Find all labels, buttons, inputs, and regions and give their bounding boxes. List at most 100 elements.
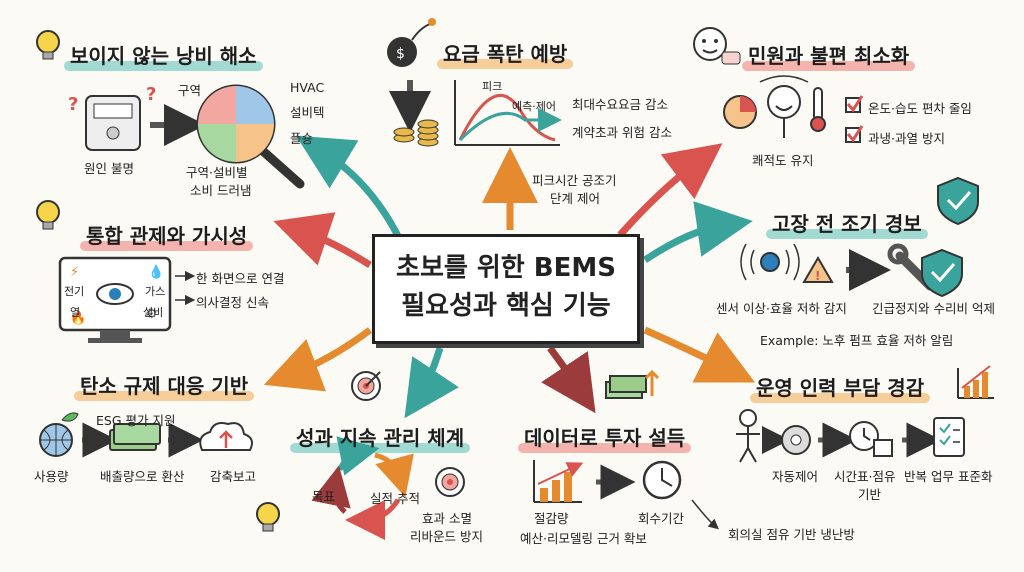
label-budget: 예산·리모델링 근거 확보 — [520, 531, 647, 546]
speech-face-icon — [693, 27, 741, 65]
label-comfort: 쾌적도 유지 — [752, 153, 814, 168]
pie-chart-icon — [723, 95, 757, 129]
meter-icon: ?? — [68, 84, 156, 151]
label-plug: 플숑 — [290, 131, 314, 146]
ops-title: 운영 인력 부담 경감 — [750, 372, 931, 403]
globe-leaf-icon — [39, 412, 79, 457]
invest-title: 데이터로 투자 설득 — [518, 422, 692, 453]
bar-chart-icon — [533, 460, 584, 503]
label-drilldown-2: 소비 드러냄 — [190, 183, 252, 198]
svg-text:⚡: ⚡ — [70, 265, 79, 280]
lightbulb-icon-2 — [36, 200, 60, 230]
label-predict: 예측·제어 — [512, 100, 556, 113]
complaint-title: 민원과 불편 최소화 — [742, 40, 916, 71]
arrow-to-complaint — [617, 143, 723, 238]
label-meeting: 회의실 점유 기반 냉난방 — [728, 527, 855, 542]
lightbulb-icon-3 — [256, 502, 280, 532]
arrow-to-integrated — [273, 212, 372, 268]
happy-person-icon — [759, 75, 809, 138]
performance-title: 성과 지속 관리 체계 — [290, 422, 471, 453]
label-saving: 절감량 — [534, 511, 569, 526]
arrow-to-invest — [541, 345, 596, 414]
label-peak-control-2: 단계 제어 — [550, 191, 600, 206]
label-standard: 반복 업무 표준화 — [904, 469, 993, 484]
carbon-title: 탄소 규제 대응 기반 — [74, 370, 255, 401]
label-cause: 원인 불명 — [84, 161, 134, 176]
thermometer-icon — [810, 87, 826, 132]
label-effect-2: 리바운드 방지 — [410, 529, 483, 544]
label-power: 전기 — [64, 285, 85, 298]
target-icon — [351, 371, 381, 401]
center-title-line2: 필요성과 핵심 기능 — [401, 291, 611, 321]
label-convert: 배출량으로 환산 — [100, 469, 185, 484]
cloud-upload-icon — [199, 422, 253, 451]
arrow-to-ops — [643, 326, 756, 383]
coins-icon — [393, 119, 439, 147]
label-effect-1: 효과 소멸 — [422, 511, 472, 526]
label-usage: 사용량 — [34, 469, 69, 484]
label-peak: 피크 — [482, 80, 503, 93]
label-heat: 열 — [70, 306, 81, 319]
arrow-to-carbon — [263, 327, 373, 392]
lightbulb-icon — [36, 30, 60, 60]
monitor-icon: ⚡💧🔥⚙ — [58, 256, 172, 343]
magnifier-icon — [196, 84, 305, 189]
checkbox-icons — [845, 95, 864, 143]
label-sensor: 센서 이상·효율 저하 감지 — [716, 301, 847, 316]
svg-text:$: $ — [396, 46, 405, 62]
label-hvac: HVAC — [290, 80, 325, 95]
sensor-icon — [740, 243, 800, 281]
label-stop: 긴급정지와 수리비 억제 — [872, 301, 995, 316]
label-auto: 자동제어 — [772, 469, 819, 484]
label-esg: ESG 평가 지원 — [96, 413, 176, 428]
svg-text:💧: 💧 — [148, 264, 164, 280]
label-equip: 설비 — [143, 306, 164, 319]
label-temp: 온도·습도 편차 줄임 — [868, 101, 972, 116]
label-report: 감축보고 — [210, 469, 257, 484]
gear-icon — [781, 425, 811, 455]
label-contract: 계약초과 위험 감소 — [572, 125, 672, 140]
checklist-icon — [933, 417, 965, 457]
shield-check-icon — [937, 176, 979, 226]
money-up-icon — [605, 369, 660, 399]
svg-text:!: ! — [815, 269, 820, 283]
money-stack-icon — [109, 423, 161, 451]
label-zone: 구역 — [178, 83, 202, 98]
integrated-title: 통합 관제와 가시성 — [80, 220, 254, 251]
label-equipment: 설비텍 — [290, 105, 325, 120]
warning-icon: ! — [802, 256, 834, 283]
stick-person-icon — [736, 409, 760, 463]
label-one-screen: 한 화면으로 연결 — [196, 271, 285, 286]
bill-title: 요금 폭탄 예방 — [437, 38, 574, 69]
label-schedule-2: 기반 — [858, 487, 882, 502]
label-payback: 회수기간 — [638, 511, 685, 526]
fault-title: 고장 전 조기 경보 — [766, 208, 928, 239]
svg-text:?: ? — [146, 84, 156, 105]
arrow-to-waste — [295, 135, 404, 242]
clock-icon — [642, 460, 682, 500]
label-goal: 목표 — [312, 489, 336, 504]
label-decision: 의사결정 신속 — [196, 295, 269, 310]
growth-chart-icon — [957, 365, 994, 399]
bomb-icon: $ — [387, 18, 436, 67]
arrow-to-fault — [643, 201, 753, 263]
label-overcool: 과냉·과열 방지 — [868, 131, 945, 146]
label-track: 실적 추적 — [370, 491, 420, 506]
waste-title: 보이지 않는 낭비 해소 — [64, 40, 263, 71]
svg-text:?: ? — [68, 94, 78, 115]
target-icon-2 — [435, 467, 465, 497]
svg-text:⚙: ⚙ — [146, 307, 158, 322]
peak-curve-chart — [454, 80, 562, 146]
label-gas: 가스 — [145, 285, 166, 298]
label-peak-control-1: 피크시간 공조기 — [532, 173, 617, 188]
label-drilldown-1: 구역·설비별 — [186, 165, 248, 180]
cycle-arrows-icon — [311, 436, 414, 540]
center-title-box: 초보를 위한 BEMS 필요성과 핵심 기능 — [372, 234, 640, 344]
label-schedule-1: 시간표·점유 — [834, 469, 896, 484]
label-max-demand: 최대수요요금 감소 — [572, 97, 668, 112]
arrow-to-performance — [404, 346, 459, 419]
wrench-shield-icon — [887, 243, 963, 298]
center-title-line1: 초보를 위한 BEMS — [396, 253, 616, 283]
label-example: Example: 노후 펌프 효율 저하 알림 — [760, 333, 954, 348]
